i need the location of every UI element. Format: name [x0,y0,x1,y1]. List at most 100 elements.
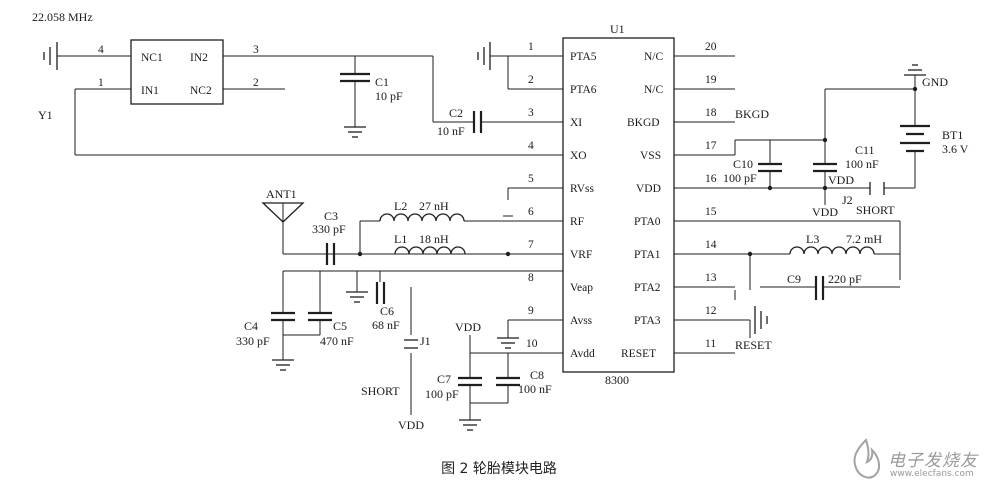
crystal-pin-name: IN1 [141,85,159,97]
avss-ground [497,320,519,349]
crystal-pin-num: 1 [98,77,104,89]
chip-left-pins: 1 2 3 4 5 6 7 8 9 10 PTA5 PTA6 XI XO RVs… [75,41,597,360]
pin-num: 2 [528,74,534,86]
jumper-j1: J1 SHORT VDD [361,287,431,432]
c4-ref: C4 [244,319,258,333]
pin-num: 14 [705,239,717,251]
pin-name: PTA3 [634,315,661,327]
crystal-freq: 22.058 MHz [32,10,93,24]
capacitor-c7: C7 100 pF [425,353,482,420]
c1-ref: C1 [375,75,389,89]
battery-bt1: BT1 3.6 V [900,124,969,188]
capacitor-c4: C4 330 pF [236,271,295,360]
c8-ref: C8 [530,368,544,382]
crystal-pin-name: NC2 [190,85,212,97]
pin-num: 11 [705,338,716,350]
ground-symbol-icon [459,419,481,431]
pin-num: 13 [705,272,717,284]
c10-ref: C10 [733,157,753,171]
figure-caption: 图 2 轮胎模块电路 [441,461,557,477]
l3-val: 7.2 mH [846,232,882,246]
c5-ref: C5 [333,319,347,333]
capacitor-c5: C5 470 nF [283,271,354,348]
l2-ref: L2 [394,199,407,213]
flame-logo-icon [853,438,880,479]
vdd-label: VDD [812,205,838,219]
capacitor-c10: C10 100 pF [723,140,782,188]
pin-name: Veap [570,282,593,294]
ground-symbol-icon [272,359,294,371]
j2-label: SHORT [856,203,895,217]
ground-symbol-icon [477,42,509,89]
c6-val: 68 nF [372,318,400,332]
pin-num: 6 [528,206,534,218]
crystal-pin-num: 2 [253,77,259,89]
pin-name: RVss [570,183,595,195]
pin-num: 16 [705,173,717,185]
capacitor-c3: C3 330 pF [312,209,346,265]
antenna-ant1: ANT1 [261,187,305,254]
pin-num: 15 [705,206,717,218]
c6-ref: C6 [380,304,394,318]
gnd-label: GND [922,75,948,89]
pin-num: 10 [526,338,538,350]
c9-val: 220 pF [828,272,862,286]
chip-ref: U1 [610,22,625,36]
vdd-label: VDD [828,173,854,187]
pin-num: 18 [705,107,717,119]
pin-name: VDD [636,183,661,195]
c5-val: 470 nF [320,334,354,348]
ground-symbol-icon [346,271,368,303]
pin-name: RF [570,216,584,228]
l1-ref: L1 [394,232,407,246]
capacitor-c1: C1 10 pF [340,56,403,138]
crystal-pin-name: NC1 [141,52,163,64]
c3-val: 330 pF [312,222,346,236]
c1-val: 10 pF [375,89,403,103]
l3-ref: L3 [806,232,819,246]
pin-num: 5 [528,173,534,185]
capacitor-c8: C8 100 nF [470,353,552,404]
watermark-url: www.elecfans.com [890,469,974,479]
pin-num: 19 [705,74,717,86]
chip-right-pins: 20 19 18 17 16 15 14 13 12 11 N/C N/C BK… [621,41,900,360]
chip-part: 8300 [605,373,629,387]
bt-ref: BT1 [942,128,963,142]
capacitor-c11: C11 100 nF [813,140,879,205]
pin-name: XI [570,117,582,129]
c2-ref: C2 [449,106,463,120]
pin-num: 3 [528,107,534,119]
pin-name: RESET [621,348,656,360]
pin-name: Avdd [570,348,595,360]
vdd-label: VDD [455,320,481,334]
pin-name: PTA2 [634,282,661,294]
pin-name: PTA6 [570,84,597,96]
j1-label: SHORT [361,384,400,398]
pin-num: 9 [528,305,534,317]
pin-name: N/C [644,84,664,96]
c10-val: 100 pF [723,171,757,185]
capacitor-c9: C9 220 pF [760,272,900,300]
j1-ref: J1 [420,334,431,348]
c11-ref: C11 [855,143,875,157]
pin-num: 12 [705,305,717,317]
inductor-l1: L1 18 nH [394,232,466,255]
crystal-pin-num: 4 [98,44,104,56]
c11-val: 100 nF [845,157,879,171]
bt-val: 3.6 V [942,142,969,156]
c8-val: 100 nF [518,382,552,396]
ground-symbol-icon [734,290,768,338]
c4-val: 330 pF [236,334,270,348]
c7-ref: C7 [437,372,451,386]
crystal-y1: 22.058 MHz NC1 IN1 IN2 NC2 4 1 3 2 Y1 [32,10,433,155]
ground-symbol-icon [43,42,58,70]
pin-name: BKGD [627,117,660,129]
capacitor-c6: C6 68 nF [372,271,400,332]
c3-ref: C3 [324,209,338,223]
pin-num: 4 [528,140,534,152]
ant-ref: ANT1 [266,187,297,201]
pin-name: PTA5 [570,51,597,63]
pin-name: PTA0 [634,216,661,228]
c9-ref: C9 [787,272,801,286]
